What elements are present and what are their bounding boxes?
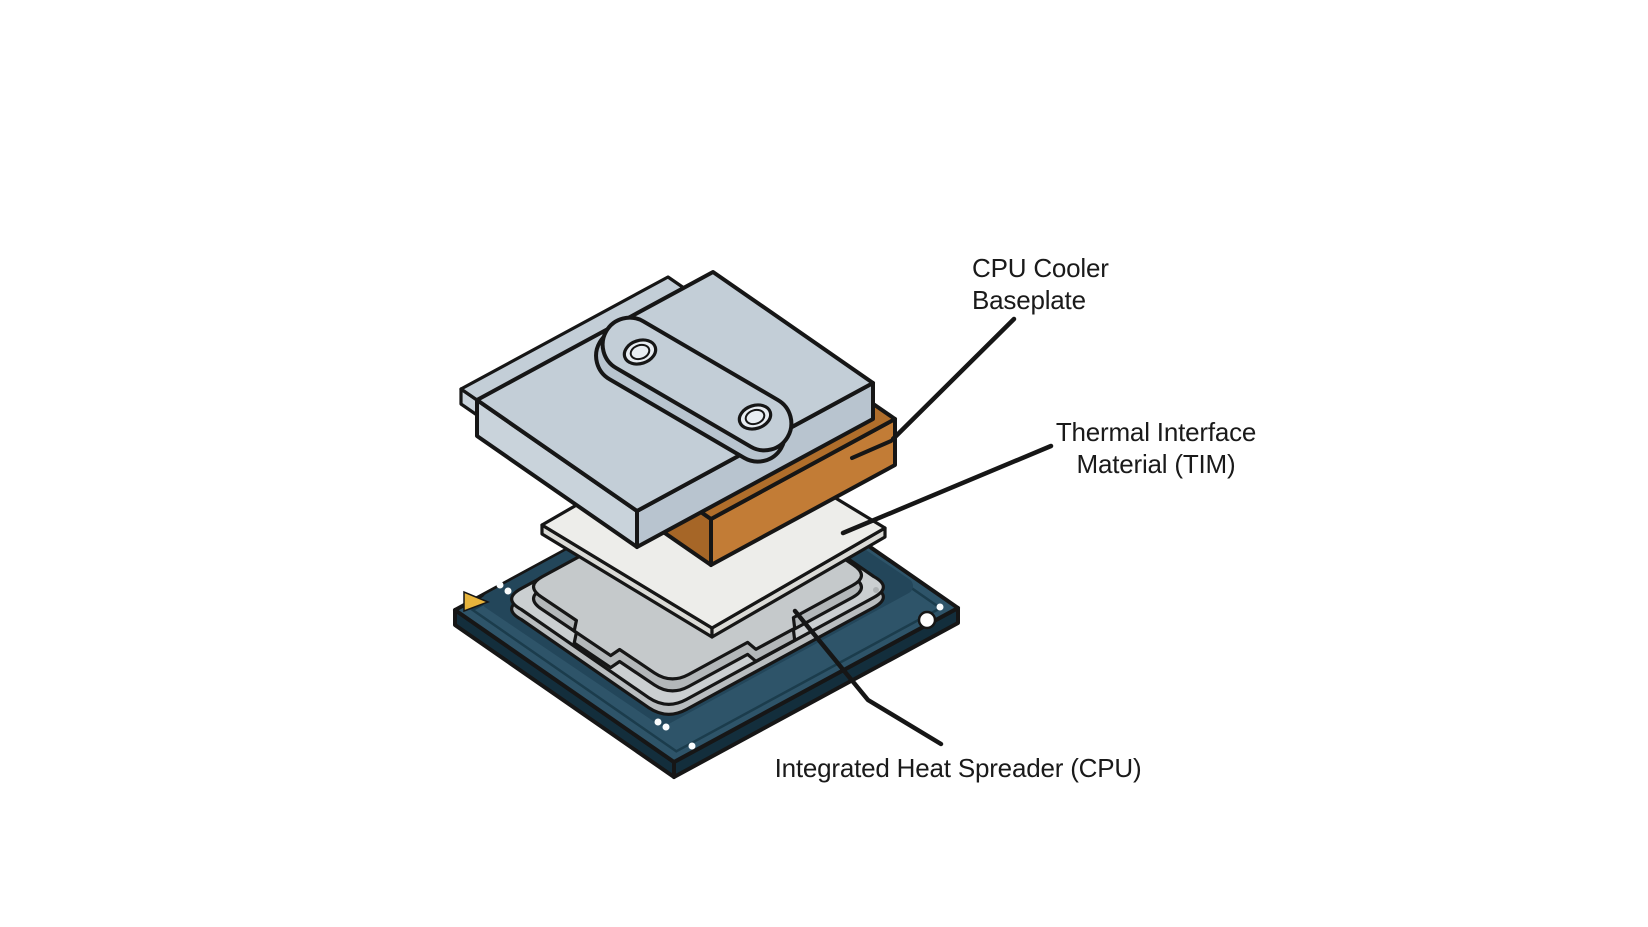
pcb-dot (496, 581, 504, 589)
heat-pipe (398, 215, 480, 393)
mounting-bracket (594, 315, 794, 464)
leader-ihs (792, 608, 944, 747)
labels: CPU Cooler Baseplate Thermal Interface M… (775, 253, 1257, 783)
heat-pipe (453, 185, 535, 363)
label-ihs: Integrated Heat Spreader (CPU) (775, 753, 1142, 783)
pin1-triangle-marker (463, 590, 491, 613)
bracket-screw-hole (622, 338, 658, 366)
copper-glint-line (850, 439, 893, 460)
heat-pipe (591, 111, 673, 289)
heat-pipe (426, 200, 508, 378)
pcb-dot (662, 723, 670, 731)
label-tim-line2: Material (TIM) (1077, 449, 1236, 479)
heat-pipes (398, 111, 673, 393)
label-baseplate-line1: CPU Cooler (972, 253, 1109, 283)
label-tim-line1: Thermal Interface (1056, 417, 1256, 447)
label-baseplate-line2: Baseplate (972, 285, 1086, 315)
pcb-edge-notch (917, 610, 937, 630)
pcb-dot (654, 718, 662, 726)
heat-pipe (508, 155, 590, 333)
leader-tim (840, 443, 1054, 536)
bracket-screw-hole (737, 403, 773, 431)
screw-hole-inner-ring (744, 408, 766, 426)
heat-pipe (481, 170, 563, 348)
screw-hole-inner-ring (629, 343, 651, 361)
pcb-dot (504, 587, 512, 595)
pcb-dot (936, 603, 944, 611)
flange-dot (873, 587, 879, 593)
heat-pipe (536, 141, 618, 319)
pcb-dot (688, 742, 696, 750)
heat-pipe (564, 126, 646, 304)
leader-baseplate (890, 316, 1017, 442)
leader-lines (792, 316, 1054, 747)
